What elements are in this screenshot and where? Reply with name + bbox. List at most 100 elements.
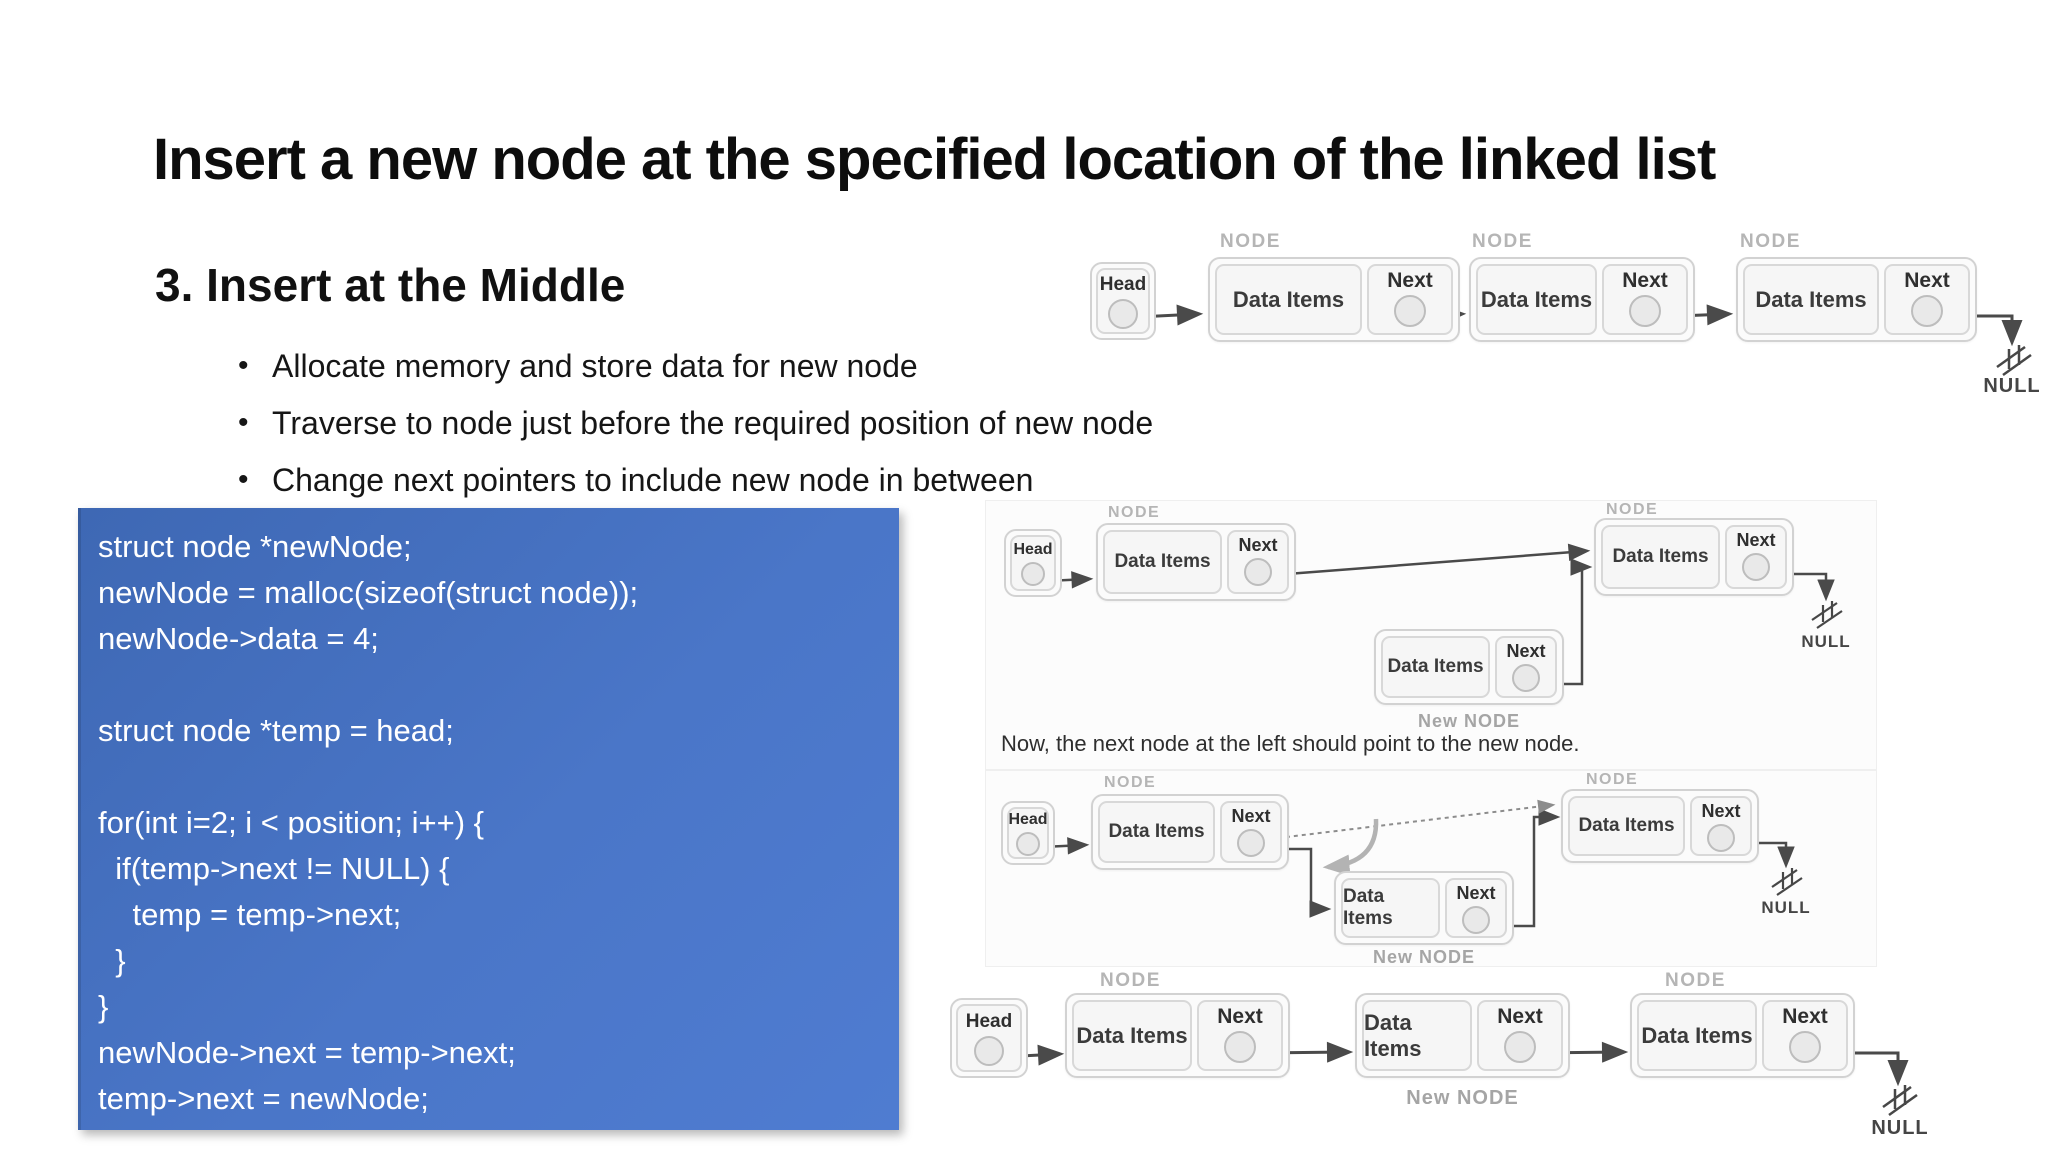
bullet-icon: • [238, 463, 249, 496]
node-caption: NODE [1586, 771, 1639, 788]
data-items-box: Data Items [1341, 878, 1440, 938]
next-label: Next [1238, 535, 1278, 555]
head-pointer-box: Head [1090, 262, 1156, 340]
code-line: temp->next = newNode; [98, 1081, 429, 1116]
next-label: Next [1701, 801, 1741, 821]
data-items-box: Data Items [1476, 264, 1597, 335]
diagram-final-list: NODE NODE Head Data Items Next Data Item… [935, 965, 1945, 1150]
head-label: Head [965, 1010, 1013, 1032]
data-items-box: Data Items [1637, 1000, 1757, 1071]
list-node: Data Items Next [1594, 518, 1794, 596]
null-label: NULL [1801, 632, 1851, 651]
code-line: for(int i=2; i < position; i++) { [98, 805, 484, 840]
pointer-circle-icon [1244, 558, 1272, 586]
null-label: NULL [1983, 375, 2041, 397]
head-label: Head [1099, 273, 1147, 295]
new-node: Data Items Next [1355, 993, 1570, 1078]
node-caption: NODE [1100, 970, 1161, 991]
data-items-box: Data Items [1743, 264, 1879, 335]
null-ground-icon [1811, 601, 1843, 629]
next-label: Next [1736, 530, 1776, 550]
list-item: • Traverse to node just before the requi… [238, 401, 1153, 458]
next-label: Next [1231, 806, 1271, 826]
node-caption: NODE [1606, 501, 1659, 518]
code-line: newNode->next = temp->next; [98, 1035, 516, 1070]
node-caption: NODE [1220, 231, 1281, 252]
new-node-caption: New NODE [1406, 1087, 1519, 1109]
next-label: Next [1497, 1005, 1543, 1028]
null-ground-icon [1996, 345, 2032, 377]
code-snippet: struct node *newNode; newNode = malloc(s… [78, 508, 899, 1130]
next-box: Next [1762, 1000, 1848, 1071]
repoint-curved-arrow [1322, 818, 1379, 877]
code-line: } [98, 989, 109, 1024]
next-box: Next [1227, 530, 1289, 594]
list-node: Data Items Next [1096, 523, 1296, 601]
list-node: Data Items Next [1736, 257, 1977, 342]
list-node: Data Items Next [1630, 993, 1855, 1078]
next-box: Next [1367, 264, 1453, 335]
data-items-box: Data Items [1215, 264, 1362, 335]
code-line: struct node *newNode; [98, 529, 412, 564]
data-items-box: Data Items [1072, 1000, 1192, 1071]
new-node-caption: New NODE [1417, 711, 1521, 731]
code-line: if(temp->next != NULL) { [98, 851, 450, 886]
pointer-circle-icon [1504, 1031, 1536, 1063]
node-caption: NODE [1104, 774, 1157, 791]
pointer-circle-icon [1707, 824, 1735, 852]
next-box: Next [1602, 264, 1688, 335]
next-label: Next [1782, 1005, 1828, 1028]
list-node: Data Items Next [1208, 257, 1460, 342]
null-ground-icon [1882, 1085, 1918, 1117]
next-label: Next [1622, 269, 1668, 292]
pointer-circle-icon [1021, 561, 1045, 586]
list-node: Data Items Next [1561, 789, 1759, 863]
diagram-original-list: NODE NODE NODE Head Data Items Next Data… [1080, 225, 2048, 405]
data-items-box: Data Items [1362, 1000, 1472, 1071]
next-box: Next [1477, 1000, 1563, 1071]
new-node: Data Items Next [1374, 629, 1564, 705]
node-caption: NODE [1472, 231, 1533, 252]
pointer-circle-icon [1462, 906, 1490, 934]
next-box: Next [1445, 878, 1507, 938]
next-box: Next [1690, 796, 1752, 856]
list-node: Data Items Next [1091, 794, 1289, 870]
code-line: } [98, 943, 126, 978]
head-pointer-box: Head [1001, 801, 1055, 865]
pointer-circle-icon [974, 1035, 1004, 1066]
next-box: Next [1495, 636, 1557, 698]
node-caption: NODE [1665, 970, 1726, 991]
code-line: newNode = malloc(sizeof(struct node)); [98, 575, 639, 610]
pointer-circle-icon [1016, 831, 1040, 856]
next-box: Next [1725, 525, 1787, 589]
head-pointer-box: Head [950, 998, 1028, 1078]
next-box: Next [1197, 1000, 1283, 1071]
next-label: Next [1217, 1005, 1263, 1028]
old-link-dotted-arrow [1269, 799, 1556, 840]
next-box: Next [1220, 801, 1282, 863]
code-line: struct node *temp = head; [98, 713, 454, 748]
pointer-circle-icon [1237, 829, 1265, 857]
diagram-caption: Now, the next node at the left should po… [1001, 731, 1580, 756]
pointer-circle-icon [1512, 664, 1540, 692]
pointer-circle-icon [1789, 1031, 1821, 1063]
pointer-circle-icon [1911, 295, 1943, 327]
pointer-circle-icon [1629, 295, 1661, 327]
pointer-circle-icon [1394, 295, 1426, 327]
code-line: newNode->data = 4; [98, 621, 379, 656]
null-label: NULL [1761, 898, 1811, 917]
data-items-box: Data Items [1103, 530, 1222, 594]
bullet-list: • Allocate memory and store data for new… [238, 344, 1153, 515]
next-label: Next [1387, 269, 1433, 292]
new-node: Data Items Next [1334, 871, 1514, 945]
code-line [98, 662, 889, 708]
next-label: Next [1456, 883, 1496, 903]
bullet-text: Traverse to node just before the require… [272, 405, 1154, 441]
node-caption: NODE [1108, 504, 1161, 521]
bullet-icon: • [238, 406, 249, 439]
bullet-icon: • [238, 349, 249, 382]
list-node: Data Items Next [1065, 993, 1290, 1078]
bullet-text: Allocate memory and store data for new n… [272, 348, 918, 384]
diagram-newnode-pointing: NODE NODE Head Data Items Next Data Item… [985, 500, 1877, 770]
